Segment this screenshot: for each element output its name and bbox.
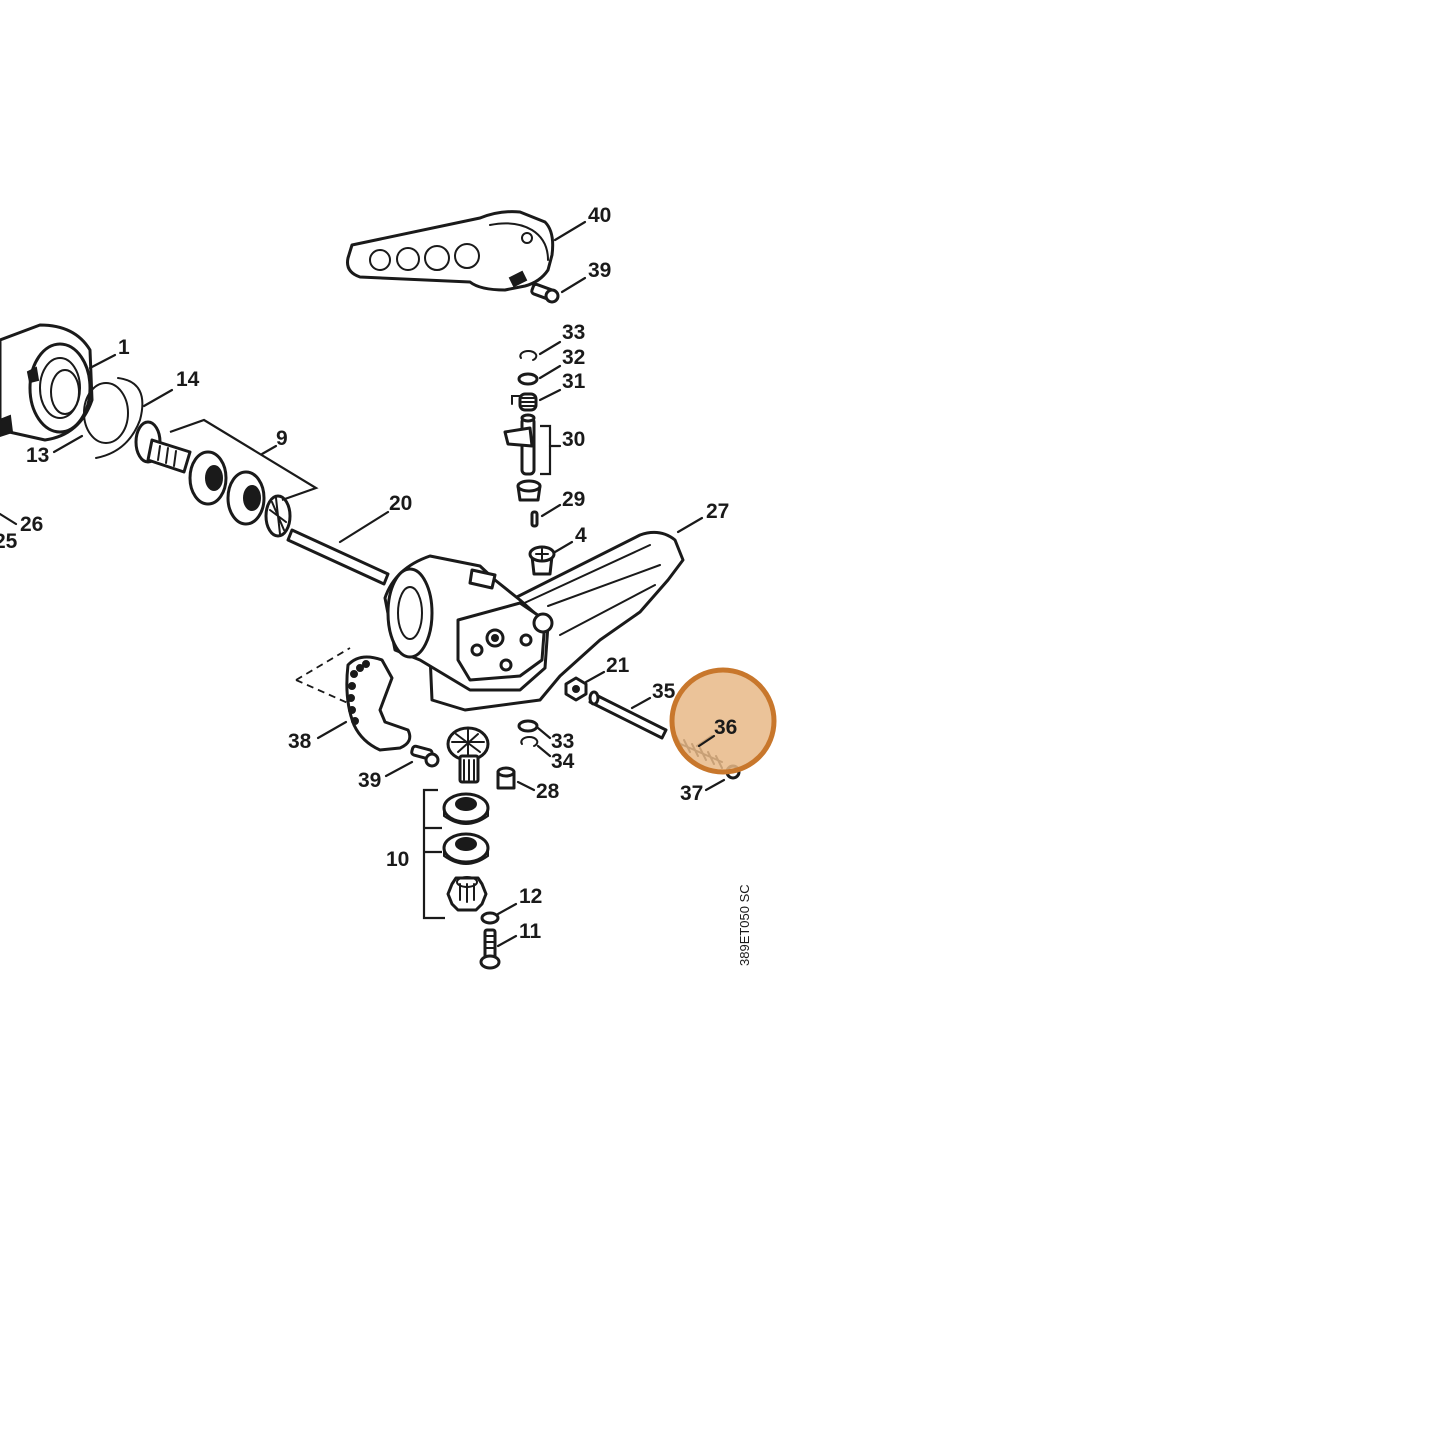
callout-12[interactable]: 12 xyxy=(519,885,542,908)
part-35-bolt[interactable] xyxy=(588,690,668,740)
callout-31[interactable]: 31 xyxy=(562,370,586,393)
callout-25[interactable]: 25 xyxy=(0,530,18,553)
part-1-clutch-drum[interactable] xyxy=(0,323,94,442)
part-39-screw-top[interactable] xyxy=(530,282,560,304)
part-31-spring[interactable] xyxy=(511,392,538,412)
callout-40[interactable]: 40 xyxy=(588,204,611,227)
callout-34[interactable]: 34 xyxy=(551,750,575,773)
part-38-bracket[interactable] xyxy=(345,655,412,752)
callout-35[interactable]: 35 xyxy=(652,680,676,703)
part-40-lever[interactable] xyxy=(346,210,555,292)
callout-37[interactable]: 37 xyxy=(680,782,703,805)
callout-21[interactable]: 21 xyxy=(606,654,630,677)
bracket-9 xyxy=(169,418,319,502)
part-28-sleeve[interactable] xyxy=(496,766,516,790)
part-9-bevel-gear[interactable] xyxy=(264,494,292,538)
part-20-drive-shaft[interactable] xyxy=(286,528,390,586)
part-33-washer-lower[interactable] xyxy=(517,719,539,733)
diagram-reference-code: 389ET050 SC xyxy=(737,884,752,966)
part-39-screw-bottom[interactable] xyxy=(410,744,440,768)
part-33-circlip-top[interactable] xyxy=(519,349,538,361)
gear-head-housing[interactable] xyxy=(383,554,554,692)
callout-33-lower[interactable]: 33 xyxy=(551,730,574,753)
callout-9[interactable]: 9 xyxy=(276,427,288,450)
callout-33-top[interactable]: 33 xyxy=(562,321,585,344)
part-10-pinion-gear[interactable] xyxy=(446,726,490,784)
part-9-bearing-2[interactable] xyxy=(226,470,266,526)
callout-32[interactable]: 32 xyxy=(562,346,585,369)
part-29-pin[interactable] xyxy=(530,510,539,528)
part-10-bearing-2[interactable] xyxy=(442,832,490,865)
callout-4[interactable]: 4 xyxy=(575,524,587,547)
callout-labels: 40 39 33 32 31 30 29 4 27 1 14 13 9 20 2… xyxy=(0,204,737,943)
part-12-washer[interactable] xyxy=(480,911,500,925)
part-10-sprocket[interactable] xyxy=(446,876,488,912)
part-30-shaft[interactable] xyxy=(503,413,536,476)
callout-28[interactable]: 28 xyxy=(536,780,560,803)
callout-11[interactable]: 11 xyxy=(519,920,542,943)
part-34-circlip[interactable] xyxy=(520,735,539,747)
callout-10[interactable]: 10 xyxy=(386,848,409,871)
part-9-shaft-gear[interactable] xyxy=(134,420,192,474)
part-21-nut[interactable] xyxy=(564,676,588,702)
callout-39-bottom[interactable]: 39 xyxy=(358,769,381,792)
part-13-ring[interactable] xyxy=(83,382,129,444)
callout-36[interactable]: 36 xyxy=(714,716,737,739)
callout-38[interactable]: 38 xyxy=(288,730,312,753)
callout-39-top[interactable]: 39 xyxy=(588,259,611,282)
callout-13[interactable]: 13 xyxy=(26,444,49,467)
bracket-30 xyxy=(540,424,552,476)
part-32-washer[interactable] xyxy=(517,372,539,386)
leader-36 xyxy=(697,734,716,748)
part-4-plug[interactable] xyxy=(528,545,556,576)
bracket-10 xyxy=(422,788,445,920)
callout-1[interactable]: 1 xyxy=(118,336,130,359)
callout-30[interactable]: 30 xyxy=(562,428,585,451)
callout-29[interactable]: 29 xyxy=(562,488,585,511)
highlight-marker-36[interactable] xyxy=(669,667,777,775)
part-30-bushing[interactable] xyxy=(516,479,542,502)
callout-27[interactable]: 27 xyxy=(706,500,729,523)
part-11-screw[interactable] xyxy=(479,928,501,970)
callout-20[interactable]: 20 xyxy=(389,492,412,515)
callout-26[interactable]: 26 xyxy=(20,513,43,536)
part-14-circlip[interactable] xyxy=(95,377,144,459)
part-9-bearing-1[interactable] xyxy=(188,450,228,506)
part-10-bearing-1[interactable] xyxy=(442,792,490,825)
callout-14[interactable]: 14 xyxy=(176,368,200,391)
bracket-10-mid xyxy=(424,826,442,854)
